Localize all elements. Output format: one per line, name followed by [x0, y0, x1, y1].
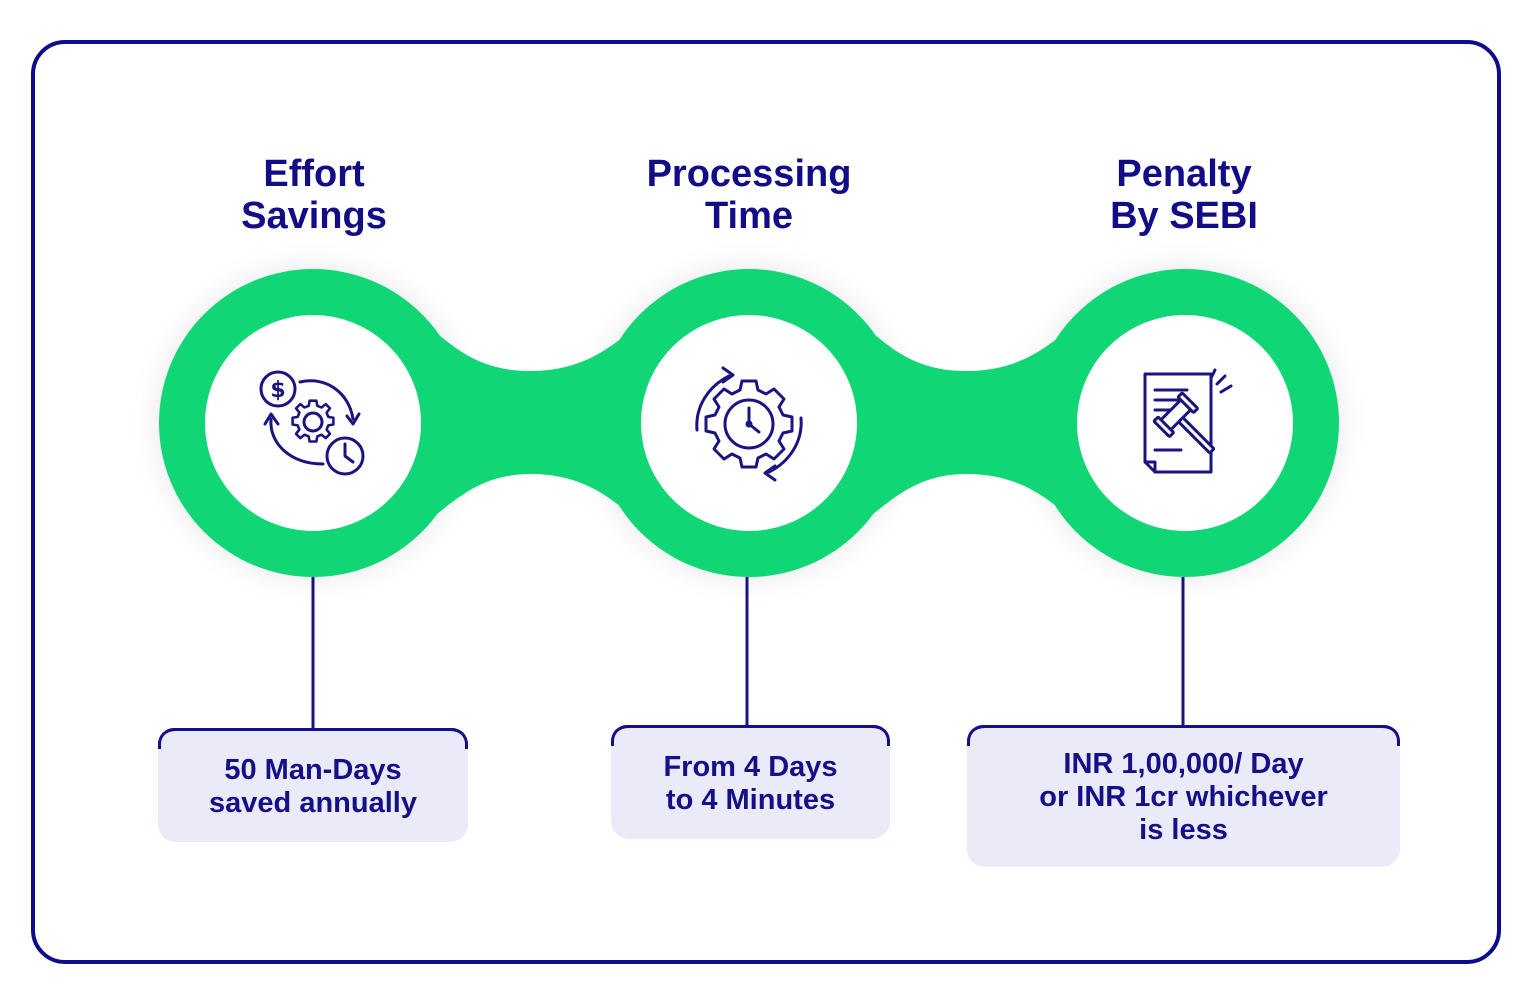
detail-text-line: saved annually: [209, 786, 417, 819]
detail-text-line: From 4 Days: [663, 750, 838, 783]
svg-text:$: $: [270, 378, 285, 403]
detail-card-effort-savings: 50 Man-Days saved annually: [158, 728, 468, 842]
chain-connectors: [420, 318, 1081, 528]
legal-document-gavel-icon: [1143, 368, 1233, 474]
heading-effort-savings-line2: Savings: [241, 195, 387, 237]
detail-text-line: 50 Man-Days: [224, 753, 402, 786]
heading-effort-savings-line1: Effort: [263, 153, 365, 195]
heading-penalty-by-sebi: Penalty By SEBI: [1014, 153, 1354, 237]
gear-clock-cycle-icon: [695, 366, 803, 482]
cost-time-savings-icon: $: [259, 370, 365, 476]
heading-effort-savings: Effort Savings: [144, 153, 484, 237]
detail-text-line: INR 1,00,000/ Day: [1063, 748, 1304, 780]
detail-text-line: to 4 Minutes: [665, 783, 836, 816]
heading-processing-time: Processing Time: [579, 153, 919, 237]
detail-card-penalty-by-sebi: INR 1,00,000/ Day or INR 1cr whichever i…: [967, 725, 1400, 867]
heading-penalty-by-sebi-line2: By SEBI: [1110, 195, 1258, 237]
connector-lines: [311, 577, 1185, 728]
detail-text-line: is less: [1139, 814, 1228, 846]
heading-penalty-by-sebi-line1: Penalty: [1116, 153, 1252, 195]
heading-processing-time-line2: Time: [704, 195, 793, 237]
detail-card-processing-time: From 4 Days to 4 Minutes: [611, 725, 890, 839]
heading-processing-time-line1: Processing: [646, 153, 852, 195]
detail-text-line: or INR 1cr whichever: [1039, 781, 1328, 813]
